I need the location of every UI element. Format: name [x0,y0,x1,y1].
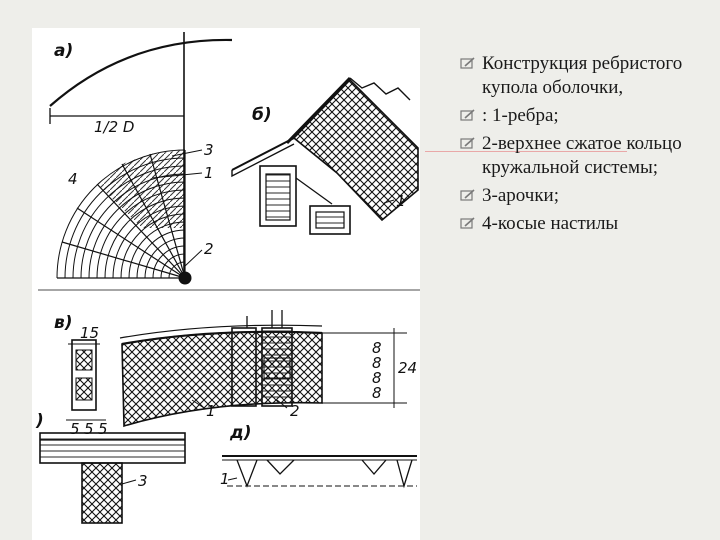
panel-v-callout-2: 2 [290,402,300,420]
panel-b: б) 1 [231,76,419,235]
panel-b-title: б) [252,105,272,125]
legend-item: 2-верхнее сжатое кольцо кружальной систе… [460,132,710,180]
legend-item-text: 4-косые настилы [482,213,619,234]
panel-g-title: ) [35,411,44,431]
panel-v-dim-bottom-1: 5 [70,420,80,438]
legend-item-text: 3-арочки; [482,185,560,206]
pencil-paper-icon [460,109,475,121]
legend-list: Конструкция ребристого купола оболочки, … [460,52,710,240]
panel-g-callout-3: 3 [138,472,148,490]
panel-a-callout-3: 3 [204,141,214,159]
dome-construction-drawing: а) 1/2 D [32,28,420,540]
legend-item-text: Конструкция ребристого купола оболочки, [482,53,683,98]
panel-a-callout-4: 4 [68,170,78,188]
panel-v-title: в) [54,313,73,333]
pencil-paper-icon [460,217,475,229]
panel-v-dim-bottom-2: 5 [84,420,94,438]
pencil-paper-icon [460,57,475,69]
legend-item: 3-арочки; [460,184,710,208]
panel-v: в) 15 5 5 5 24 8 8 8 8 1 2 [54,310,417,438]
drawing-svg: а) 1/2 D [35,32,420,524]
title-divider [425,151,627,152]
panel-v-dim-bottom-3: 5 [98,420,108,438]
panel-d: д) 1 [220,423,417,489]
legend-item: : 1-ребра; [460,104,710,128]
legend-item-text: : 1-ребра; [482,105,559,126]
svg-text:8: 8 [372,339,382,357]
panel-a: а) 1/2 D [49,32,233,285]
svg-text:8: 8 [372,369,382,387]
panel-a-callout-1: 1 [204,164,214,182]
pencil-paper-icon [460,137,475,149]
panel-v-dim-side: 24 [398,359,417,377]
panel-a-callout-2: 2 [204,240,214,258]
panel-d-title: д) [229,423,252,443]
legend-item: Конструкция ребристого купола оболочки, [460,52,710,100]
panel-g: ) 3 [35,411,186,524]
panel-d-callout-1: 1 [220,470,230,488]
legend-item-text: 2-верхнее сжатое кольцо кружальной систе… [482,133,682,178]
svg-text:8: 8 [372,384,382,402]
svg-text:8: 8 [372,354,382,372]
pencil-paper-icon [460,189,475,201]
panel-v-dim-top: 15 [80,324,99,342]
legend-item: 4-косые настилы [460,212,710,236]
panel-a-title: а) [54,41,73,61]
panel-b-callout-1: 1 [396,192,406,210]
panel-a-dimension: 1/2 D [94,118,134,136]
panel-v-callout-1: 1 [206,402,216,420]
